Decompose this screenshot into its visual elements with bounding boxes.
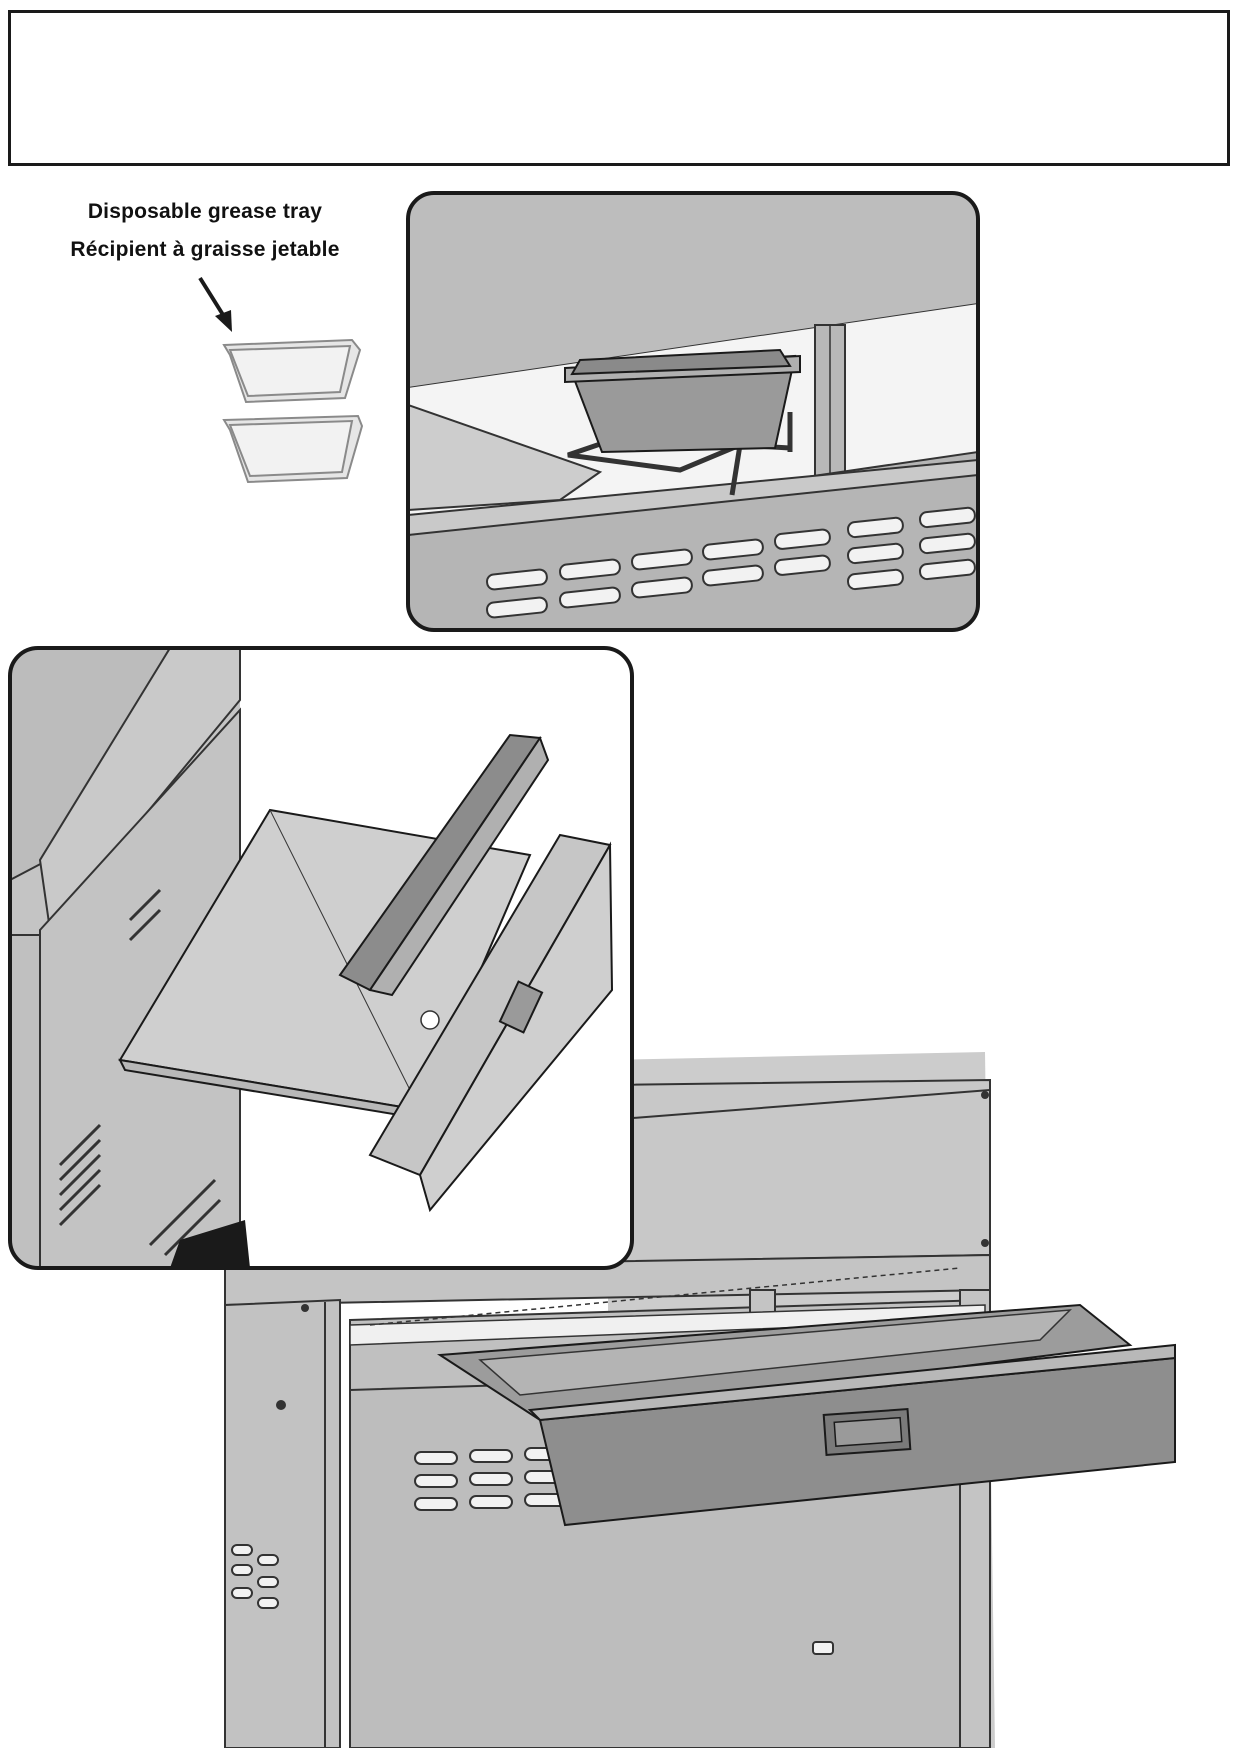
callout-arrow: [198, 276, 232, 332]
grease-tray-label-en: Disposable grease tray: [87, 200, 323, 223]
drip-pan-drawer: [436, 1303, 1176, 1527]
inset-top-frame: [406, 191, 980, 632]
cart-assembly: [224, 1052, 995, 1748]
inset-tray-holder: [408, 193, 978, 630]
header-box: [8, 10, 1230, 166]
grease-tray-label-fr: Récipient à graisse jetable: [70, 238, 340, 261]
disposable-tray-icon: [222, 338, 364, 484]
inset-left-frame: [8, 646, 634, 1270]
inset-drip-pan: [10, 648, 632, 1268]
